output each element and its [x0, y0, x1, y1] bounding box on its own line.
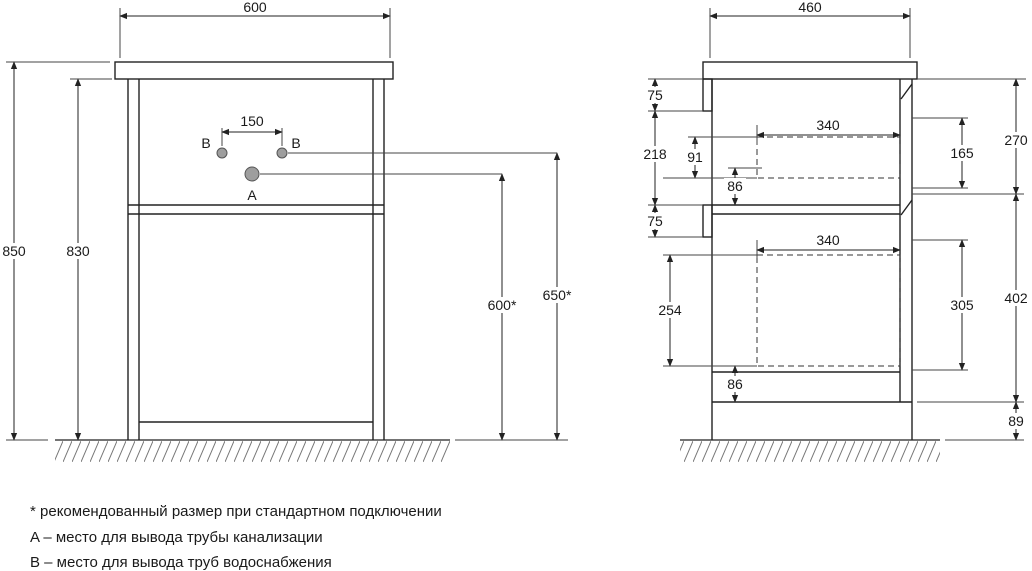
dim-depth-label: 460	[798, 0, 822, 15]
side-countertop	[702, 61, 918, 80]
dim-front-width-label: 600	[243, 0, 267, 15]
dim-upper-drawer-depth: 340	[756, 117, 901, 139]
dim-upper-section-label: 218	[643, 146, 667, 162]
dim-upper-drawer-gap: 86	[724, 167, 746, 206]
footnote-b: B – место для вывода труб водоснабжения	[30, 554, 332, 571]
dim-lower-drawer-depth-label: 340	[816, 232, 840, 248]
dim-lower-total-label: 402	[1004, 290, 1028, 306]
point-b-left-label: B	[201, 135, 210, 151]
wall-rail-middle	[702, 204, 713, 238]
dim-upper-section: 218	[640, 110, 670, 206]
dim-upper-drawer-depth-label: 340	[816, 117, 840, 133]
dim-lower-front-label: 305	[950, 297, 974, 313]
dim-top-rail: 75	[644, 78, 666, 112]
dim-upper-drawer-inner: 91	[684, 136, 706, 179]
dim-plinth-label: 89	[1008, 413, 1024, 429]
dim-supply-height: 650*	[538, 152, 576, 441]
footnote-star: * рекомендованный размер при стандартном…	[30, 503, 442, 520]
front-cabinet-outline	[114, 61, 394, 440]
dim-lower-drawer-gap-label: 86	[727, 376, 743, 392]
dim-front-width: 600	[119, 0, 391, 20]
dim-hole-spacing: 150	[221, 113, 283, 136]
water-outlet-hole-right	[276, 147, 288, 159]
dim-upper-total-label: 270	[1004, 132, 1028, 148]
dim-body-height-label: 830	[66, 243, 90, 259]
footnotes: * рекомендованный размер при стандартном…	[30, 503, 442, 571]
dim-lower-drawer-inner-label: 254	[658, 302, 682, 318]
dim-lower-front: 305	[947, 239, 977, 371]
dim-total-height-label: 850	[2, 243, 26, 259]
point-b-right-label: B	[291, 135, 300, 151]
dim-body-height: 830	[63, 78, 93, 441]
lower-drawer-dashed	[756, 254, 901, 367]
point-a-label: A	[247, 187, 257, 203]
dim-lower-total: 402	[1001, 193, 1031, 403]
dim-top-rail-label: 75	[647, 87, 663, 103]
dim-upper-drawer-inner-label: 91	[687, 149, 703, 165]
side-extension-lines	[648, 8, 1026, 441]
wall-rail-top	[702, 78, 713, 112]
ground-hatch-side	[680, 441, 940, 462]
handle-groove-middle	[900, 199, 913, 216]
dim-drain-height-label: 600*	[488, 297, 517, 313]
dim-lower-drawer-inner: 254	[655, 254, 685, 367]
dim-mid-rail: 75	[644, 204, 666, 238]
dim-mid-rail-label: 75	[647, 213, 663, 229]
dim-drain-height: 600*	[483, 173, 521, 441]
dim-supply-height-label: 650*	[543, 287, 572, 303]
dim-lower-drawer-gap: 86	[724, 365, 746, 403]
dim-lower-drawer-depth: 340	[756, 232, 901, 254]
ground-hatch-front	[55, 441, 450, 462]
dim-plinth: 89	[1005, 401, 1027, 441]
front-view: B B A 600 150 850	[0, 0, 576, 462]
dim-hole-spacing-extensions	[221, 128, 283, 146]
drain-outlet-hole	[244, 166, 260, 182]
side-cabinet-outline	[702, 61, 918, 440]
dim-upper-front: 165	[947, 117, 977, 189]
side-view: 460 75 218 75 91 86	[640, 0, 1031, 462]
footnote-a: A – место для вывода трубы канализации	[30, 529, 323, 546]
dim-upper-drawer-gap-label: 86	[727, 178, 743, 194]
dim-depth: 460	[709, 0, 911, 20]
front-countertop	[114, 61, 394, 80]
dim-total-height: 850	[0, 61, 29, 441]
upper-drawer-dashed	[756, 136, 901, 179]
dim-hole-spacing-label: 150	[240, 113, 264, 129]
dim-upper-total: 270	[1001, 78, 1031, 195]
water-outlet-hole-left	[216, 147, 228, 159]
dim-upper-front-label: 165	[950, 145, 974, 161]
handle-groove-top	[900, 83, 913, 100]
